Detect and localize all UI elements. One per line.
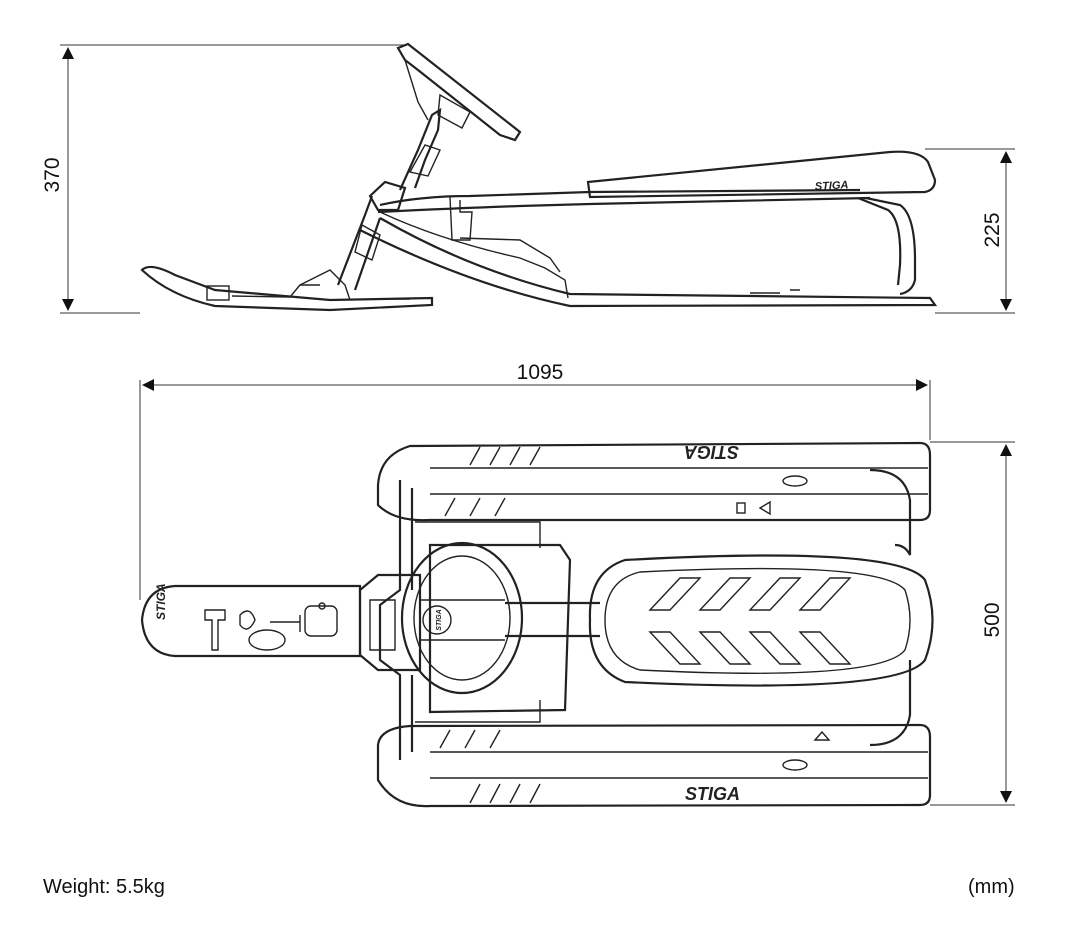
height-total-label: 370 — [41, 157, 64, 192]
length-label: 1095 — [517, 361, 564, 384]
units-text: (mm) — [968, 876, 1015, 898]
dimension-width: 500 — [930, 441, 1015, 806]
front-ski-brand: STIGA — [154, 583, 168, 620]
dimension-height-seat: 225 — [925, 148, 1015, 314]
dimension-length: 1095 — [139, 361, 931, 600]
top-brand-upper: STIGA — [684, 442, 739, 462]
top-brand-lower: STIGA — [685, 784, 740, 804]
weight-text: Weight: 5.5kg — [43, 876, 165, 898]
height-seat-label: 225 — [981, 212, 1004, 247]
width-label: 500 — [981, 602, 1004, 637]
dimension-height-total: 370 — [41, 44, 405, 314]
top-view: 1095 500 STIGA STIGA — [139, 361, 1015, 808]
wheel-brand: STIGA — [436, 609, 443, 630]
side-brand: STIGA — [815, 179, 849, 193]
side-view: 370 225 STIGA — [41, 42, 1015, 314]
